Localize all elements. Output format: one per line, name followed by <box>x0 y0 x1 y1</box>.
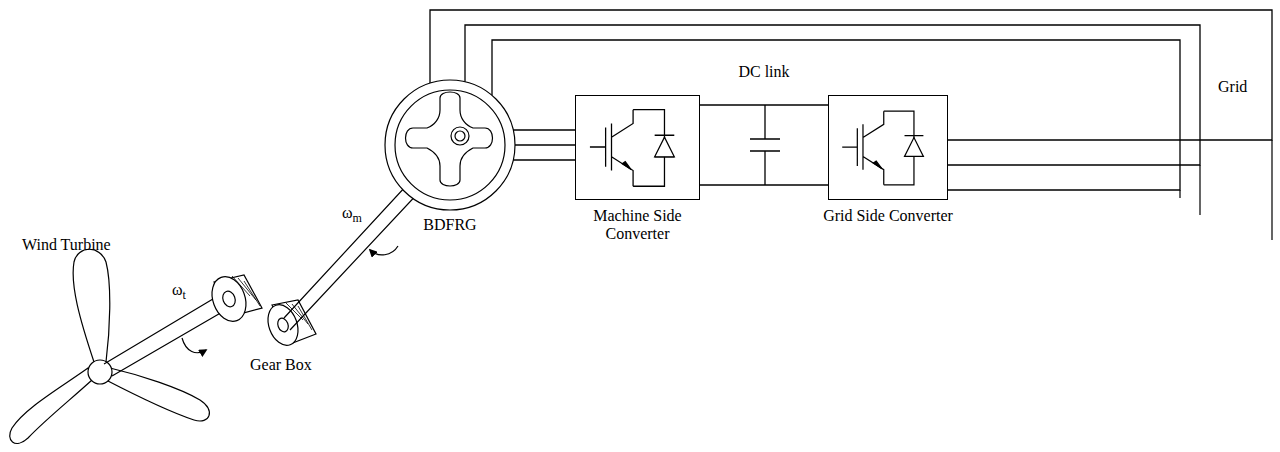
node-shape <box>576 96 699 199</box>
generator-symbol <box>385 80 515 210</box>
speed-symbol: ωm <box>342 204 362 225</box>
grid-wire-stub <box>1180 140 1272 240</box>
igbt-symbol <box>590 110 633 187</box>
node-shape <box>385 80 515 210</box>
igbt-symbol <box>633 110 674 187</box>
igbt-symbol <box>622 162 631 170</box>
converter-box: Machine Side Converter <box>575 95 700 200</box>
grid-label: Grid <box>1218 78 1247 96</box>
igbt-symbol <box>884 111 924 185</box>
rotation-arrow <box>182 246 398 353</box>
power-wire <box>700 105 828 185</box>
igbt-symbol <box>873 161 881 169</box>
wire-line <box>515 144 575 145</box>
generator-circle: BDFRG <box>385 80 515 210</box>
component-label: Wind Turbine <box>22 236 111 254</box>
edge-label: DC link <box>736 63 791 81</box>
node-label: Machine Side Converter <box>563 207 713 244</box>
generator-symbol <box>455 131 465 141</box>
power-wire <box>513 130 575 160</box>
component-label: Gear Box <box>250 356 312 374</box>
wire-line <box>700 184 828 185</box>
gear-box <box>206 272 316 350</box>
wire-line <box>700 104 828 105</box>
wire-line <box>513 129 575 130</box>
node-label: Grid Side Converter <box>813 207 963 225</box>
generator-symbol <box>451 127 469 145</box>
node-shape <box>829 96 947 199</box>
igbt-symbol <box>842 111 884 185</box>
node-label: BDFRG <box>375 216 525 234</box>
generator-symbol <box>395 90 505 200</box>
igbt-symbol <box>905 138 924 157</box>
igbt-symbol <box>655 137 675 157</box>
speed-symbol: ωt <box>172 281 186 302</box>
converter-box: Grid Side Converter <box>828 95 948 200</box>
wire-line <box>513 159 575 160</box>
generator-symbol <box>406 92 493 186</box>
wind-turbine <box>10 249 210 443</box>
capacitor-symbol <box>750 105 780 185</box>
